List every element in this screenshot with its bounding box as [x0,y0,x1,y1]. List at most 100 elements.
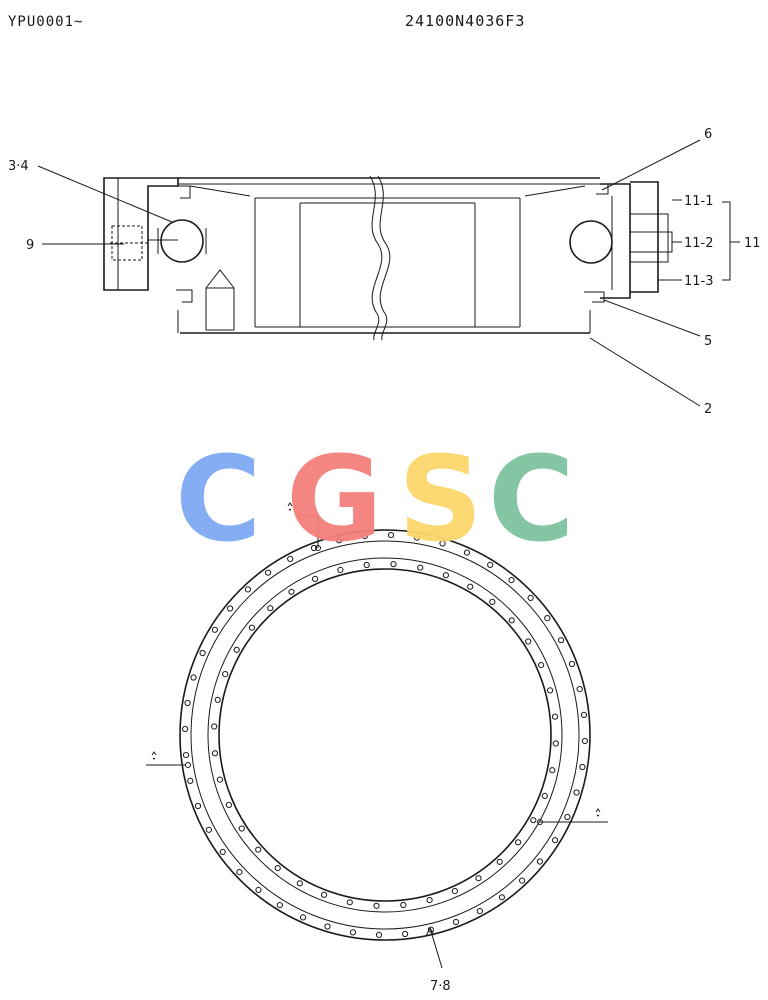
bolt-hole [439,540,446,547]
drawing-part-number: 24100N4036F3 [405,12,526,30]
bolt-hole [515,839,522,846]
bolt-hole [227,605,234,612]
bolt-hole [579,763,586,771]
callout-7-8: 7·8 [430,979,451,994]
drawing-serial-range: YPU0001~ [8,14,84,30]
bolt-hole [274,865,281,872]
bolt-hole [214,696,221,703]
bolt-hole [387,532,395,539]
bolt-hole [538,662,545,669]
callout-11-1: 11-1 [684,194,714,209]
bolt-hole [552,837,559,844]
bolt-hole [373,902,380,909]
bolt-hole [199,649,206,657]
bolt-hole [225,801,232,809]
bolt-hole [182,752,190,759]
bolt-hole [508,617,515,624]
bolt-hole [544,615,551,622]
callout-11-2: 11-2 [684,236,714,251]
bolt-hole [255,846,262,853]
bolt-hole [573,789,580,796]
cross-section-view [103,175,673,341]
outer-bolt-holes [182,532,589,939]
bolt-hole [580,711,588,719]
bolt-hole [541,792,548,800]
bolt-hole [337,566,344,574]
callout-6: 6 [704,127,712,142]
bolt-hole [527,594,534,602]
bolt-hole [519,877,526,884]
bolt-hole [236,869,243,876]
bolt-hole [267,605,274,612]
bolt-hole [194,802,202,810]
bolt-hole [564,813,571,821]
bolt-hole [346,899,353,906]
bolt-hole [549,767,556,774]
bolt-hole [576,686,583,693]
bolt-hole [489,598,496,606]
bolt-hole [276,902,283,909]
bolt-hole [361,532,368,540]
bolt-hole [558,637,565,644]
inner-bolt-holes [211,561,559,909]
bolt-hole [487,561,494,569]
watermark-letter-c1: C [175,430,262,568]
callout-11: 11 [744,236,761,251]
bolt-hole [222,671,229,678]
bolt-hole [248,624,255,631]
bolt-hole [413,534,421,541]
bolt-hole [400,901,407,909]
bolt-hole [536,858,544,865]
ball-right [569,220,613,264]
ring-reference-marks [146,502,608,969]
callout-2: 2 [704,402,712,417]
bolt-hole [463,549,471,556]
bolt-hole [211,626,218,633]
bolt-hole [417,564,424,571]
bolt-hole [255,886,262,894]
plan-view-ring [179,529,591,941]
bolt-hole [299,914,307,921]
bolt-hole [190,674,197,681]
bolt-hole [452,918,460,926]
bolt-hole [288,588,295,595]
ball-left [160,219,204,263]
bolt-hole [402,930,409,938]
bolt-hole [310,544,318,552]
watermark-letter-s: S [398,430,483,568]
bolt-hole [547,687,554,694]
bolt-hole [581,737,589,745]
bolt-hole [205,826,212,833]
bolt-hole [552,740,559,747]
bolt-hole [265,569,272,576]
bolt-hole [219,848,226,856]
bolt-hole [390,561,397,568]
bolt-hole [476,908,483,915]
bolt-hole [508,577,515,584]
bolt-hole [211,750,219,757]
bolt-hole [287,555,294,563]
bolt-hole [525,638,532,645]
bolt-hole [530,817,537,824]
bolt-hole [349,929,357,936]
bolt-hole [442,572,449,579]
watermark-logo: C G S C [175,430,575,568]
bolt-hole [216,776,223,783]
bolt-hole [467,583,474,590]
bolt-hole [184,699,191,707]
bolt-hole [182,725,189,733]
bolt-hole [312,575,319,583]
callout-9: 9 [26,238,34,253]
section-leader-lines [37,139,740,407]
bolt-hole [498,894,505,901]
bolt-hole [238,825,245,832]
bolt-hole [187,777,194,785]
bolt-hole [244,586,251,593]
bolt-hole [296,880,303,887]
callout-3-4: 3·4 [8,159,29,174]
bolt-hole [324,923,331,930]
callout-5: 5 [704,334,712,349]
bolt-hole [475,875,482,882]
bolt-hole [336,537,343,544]
